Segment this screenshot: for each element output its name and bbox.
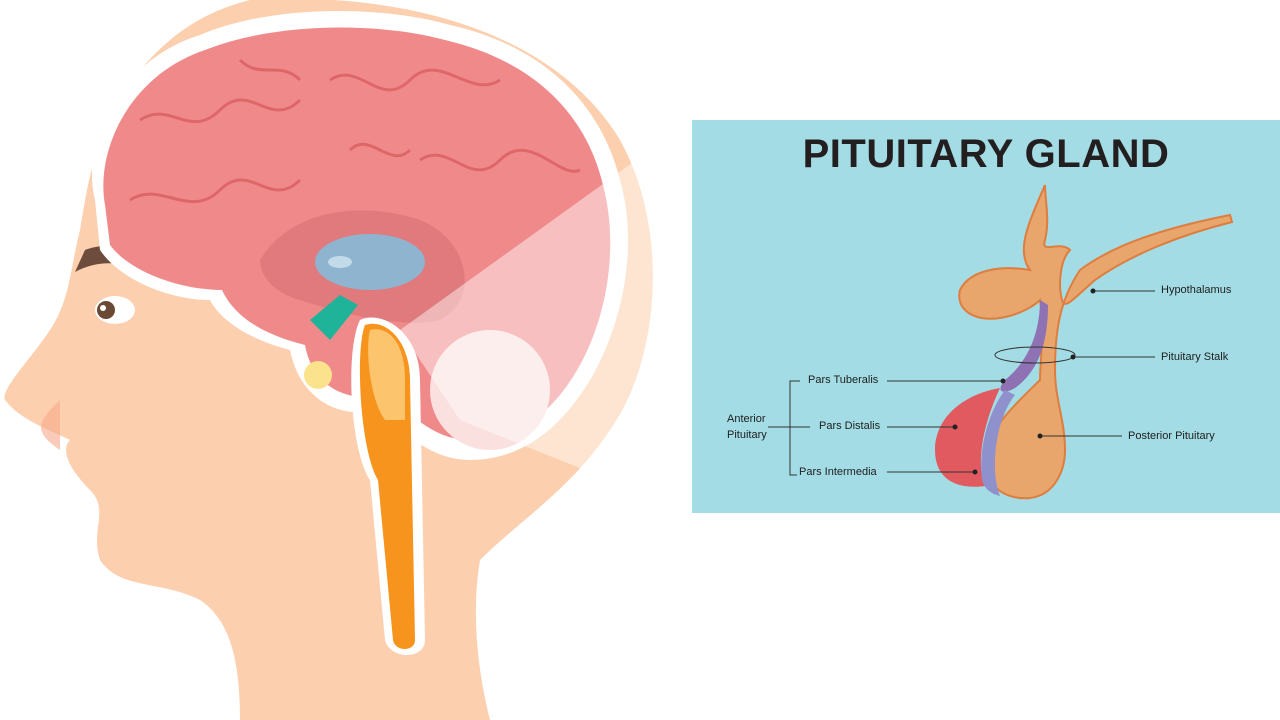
- head-illustration: [4, 0, 653, 720]
- pars-distalis-shape: [935, 388, 1000, 487]
- label-anterior-line1: Anterior: [727, 413, 766, 425]
- cerebellum: [430, 330, 550, 450]
- pituitary-region: [304, 361, 332, 389]
- zoom-wedge: [400, 120, 692, 513]
- pars-intermedia-shape: [981, 390, 1015, 496]
- label-anterior-pituitary: Anterior Pituitary: [727, 413, 767, 442]
- label-posterior-pituitary: Posterior Pituitary: [1128, 430, 1215, 442]
- pars-tuberalis-shape: [1000, 300, 1048, 392]
- label-hypothalamus: Hypothalamus: [1161, 284, 1232, 296]
- hypothalamus-region: [310, 295, 358, 340]
- label-anterior-line2: Pituitary: [727, 429, 767, 441]
- pituitary-gland-illustration: [935, 184, 1234, 500]
- ventricle: [315, 234, 425, 290]
- leader-lines: [768, 290, 1155, 476]
- label-pars-distalis: Pars Distalis: [819, 420, 881, 432]
- label-pars-intermedia: Pars Intermedia: [799, 466, 877, 478]
- label-pituitary-stalk: Pituitary Stalk: [1161, 351, 1229, 363]
- page-title: PITUITARY GLAND: [802, 132, 1170, 176]
- label-pars-tuberalis: Pars Tuberalis: [808, 374, 879, 386]
